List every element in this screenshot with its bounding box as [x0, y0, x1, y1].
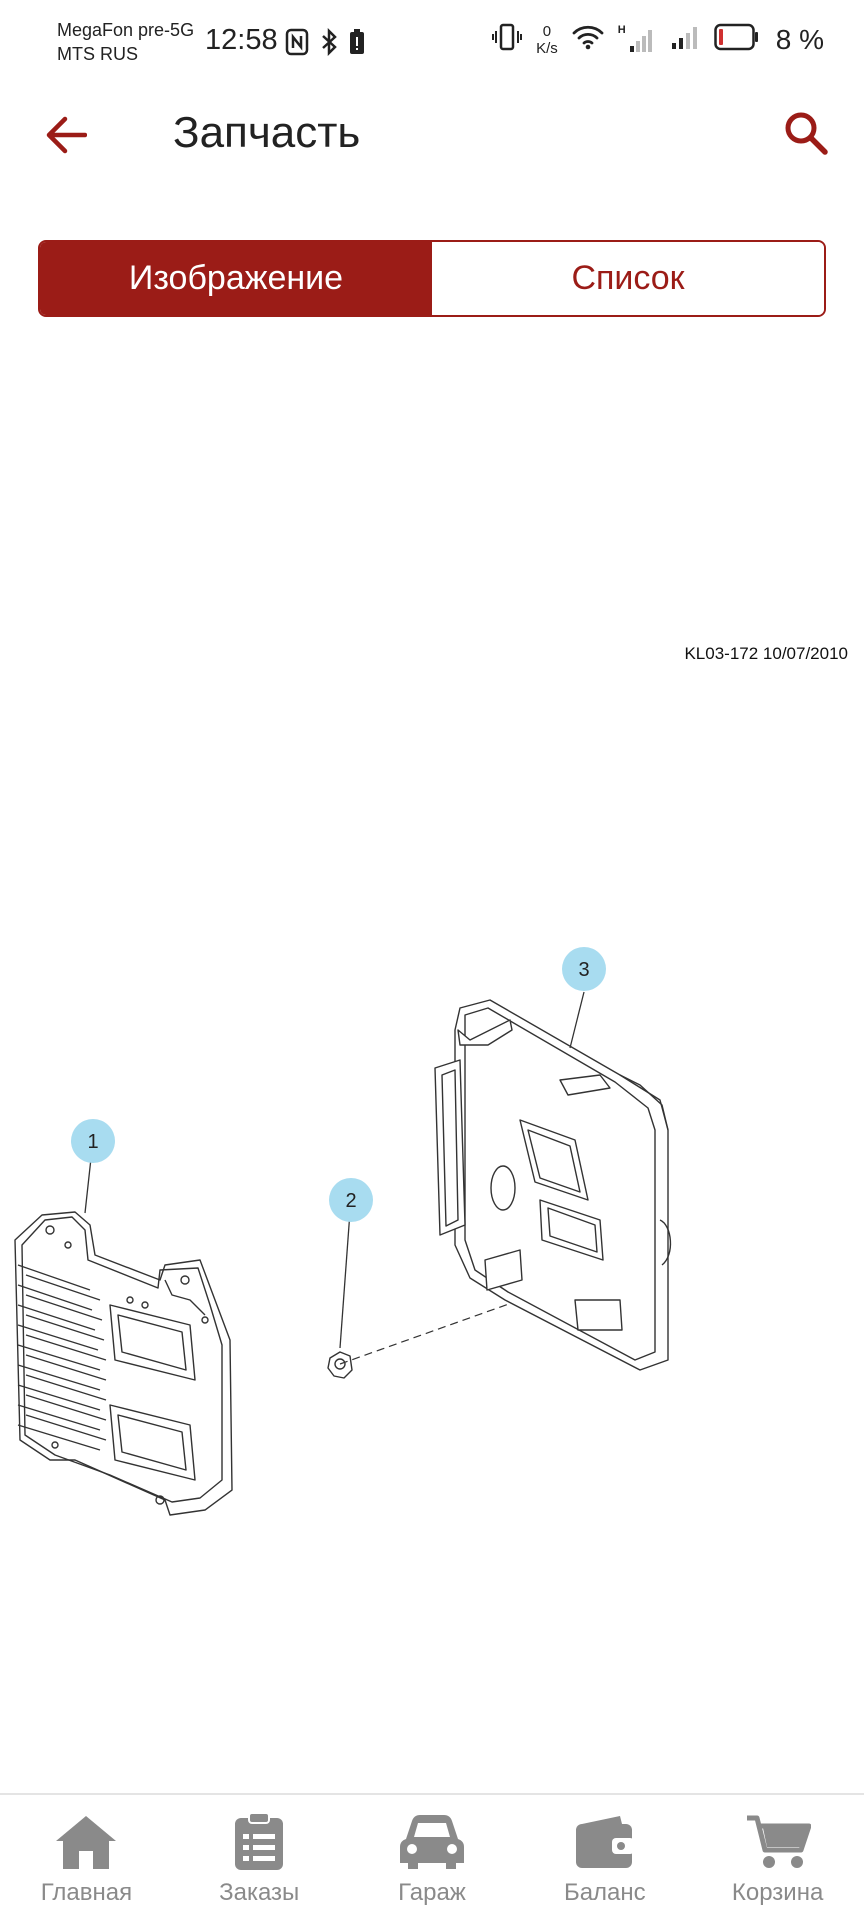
back-button[interactable] [38, 110, 92, 164]
nav-balance-label: Баланс [563, 1879, 646, 1906]
network-speed-value: 0 [542, 22, 552, 40]
status-icons-right: 0 K/s H 8 % [492, 22, 824, 57]
battery-percent: 8 % [775, 23, 824, 55]
car-icon [397, 1811, 467, 1873]
carrier-info: MegaFon pre-5G MTS RUS [57, 18, 194, 66]
app-bar: Запчасть [0, 95, 864, 175]
bottom-navigation: Главная Заказы Гараж Баланс Корзина [0, 1793, 864, 1920]
callout-label-1: 1 [87, 1131, 98, 1153]
vibrate-icon [492, 22, 523, 57]
nav-cart[interactable]: Корзина [691, 1795, 864, 1920]
page-title: Запчасть [173, 108, 361, 157]
nav-garage-label: Гараж [398, 1879, 466, 1906]
nav-orders-label: Заказы [219, 1879, 300, 1906]
search-icon [783, 110, 829, 161]
nav-balance[interactable]: Баланс [518, 1795, 691, 1920]
home-icon [51, 1811, 121, 1873]
search-button[interactable] [778, 107, 834, 163]
nav-garage[interactable]: Гараж [346, 1795, 519, 1920]
clipboard-icon [224, 1811, 294, 1873]
diagram-drawing: 1 2 3 [14, 947, 672, 1516]
nav-home[interactable]: Главная [0, 1795, 173, 1920]
diagram-reference: KL03-172 10/07/2010 [684, 644, 848, 663]
wifi-icon [572, 24, 604, 55]
signal-h-icon: H [617, 23, 656, 54]
tab-image[interactable]: Изображение [40, 242, 432, 315]
view-toggle: Изображение Список [38, 240, 826, 317]
cart-icon [743, 1811, 813, 1873]
wallet-icon [570, 1811, 640, 1873]
callout-2[interactable]: 2 [329, 1178, 373, 1222]
network-speed: 0 K/s [536, 23, 558, 57]
arrow-left-icon [43, 115, 88, 160]
carrier-2: MTS RUS [57, 44, 138, 64]
network-speed-unit: K/s [536, 39, 558, 57]
network-type-label: H [617, 23, 626, 36]
status-clock: 12:58 [205, 24, 278, 56]
nav-orders[interactable]: Заказы [173, 1795, 346, 1920]
nut-drawing [327, 1299, 521, 1379]
nav-home-label: Главная [40, 1879, 133, 1906]
signal-icon [670, 23, 700, 56]
battery-icon [714, 23, 760, 56]
ecu-module-drawing [14, 1211, 233, 1516]
tab-list[interactable]: Список [432, 242, 824, 315]
parts-diagram: KL03-172 10/07/2010 [0, 340, 864, 1780]
status-bar: MegaFon pre-5G MTS RUS 12:58 0 K/s H [0, 0, 864, 80]
nfc-icon [285, 28, 309, 61]
bluetooth-icon [319, 27, 339, 61]
callout-label-2: 2 [345, 1190, 356, 1212]
status-icons-left [285, 27, 365, 61]
carrier-1: MegaFon pre-5G [57, 20, 195, 40]
nav-cart-label: Корзина [731, 1879, 824, 1906]
callout-1[interactable]: 1 [71, 1119, 115, 1163]
battery-alert-icon [349, 29, 365, 60]
callout-label-3: 3 [578, 959, 589, 981]
bracket-drawing [434, 999, 672, 1371]
callout-3[interactable]: 3 [562, 947, 606, 991]
